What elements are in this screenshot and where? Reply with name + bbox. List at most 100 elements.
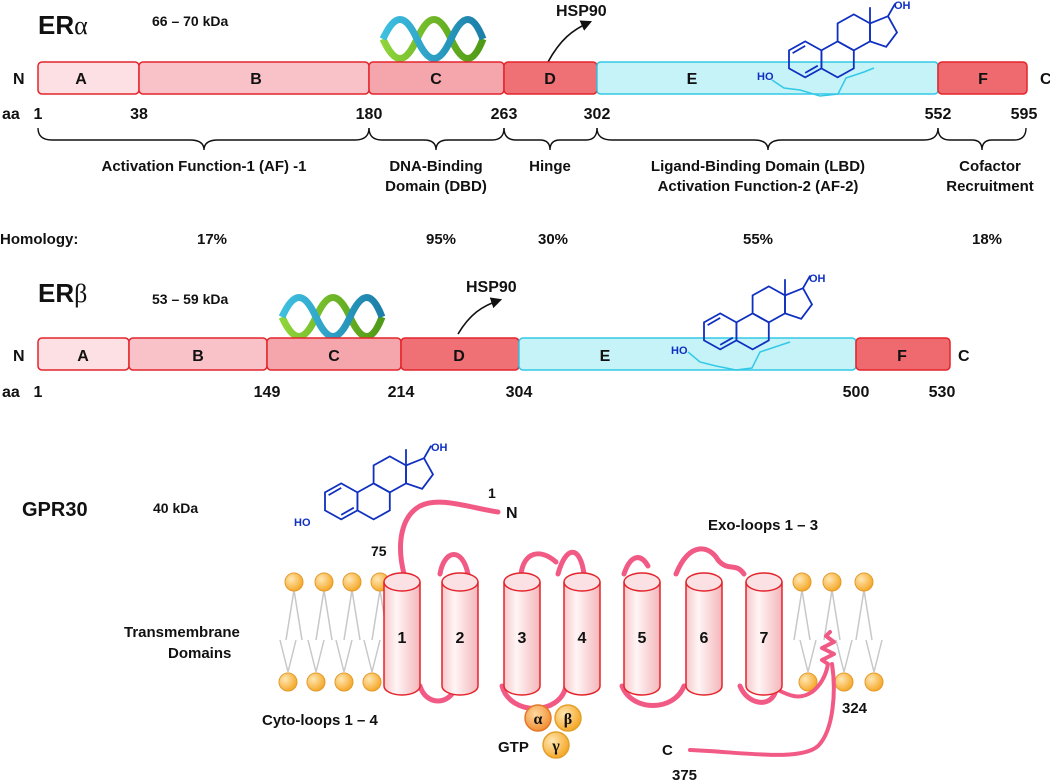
n-term-residue-number: 1 [488, 485, 496, 501]
domain-e-beta [518, 337, 857, 371]
aa-beta-position-304: 304 [506, 384, 533, 401]
lipid-head-bottom [834, 672, 854, 692]
homology-cofactor: 18% [972, 231, 1002, 248]
helix-2: 2 [441, 572, 479, 696]
helix-5: 5 [623, 572, 661, 696]
lipid-tail [823, 589, 841, 641]
lipid-tail [307, 639, 325, 673]
helix-1: 1 [383, 572, 421, 696]
domain-a [37, 61, 140, 95]
lipid-head-bottom [798, 672, 818, 692]
cyto-loop-3 [619, 683, 687, 708]
af1-label: Activation Function-1 (AF) -1 [102, 158, 307, 175]
cyto-loops-label: Cyto-loops 1 – 4 [262, 712, 379, 729]
aa-beta-position-1: 1 [34, 384, 43, 401]
domain-e-label: E [687, 71, 698, 88]
g-gamma-subunit [542, 731, 570, 759]
exo-loop-a [518, 551, 559, 577]
estradiol-oh-label-gpr30: OH [431, 442, 448, 454]
er-beta-section: ERβ 53 – 59 kDa HSP90 N C A B C D E F [2, 273, 970, 401]
er-beta-title: ERβ [38, 278, 87, 308]
lipid-head-top [342, 572, 362, 592]
n-terminus-label: N [13, 71, 25, 88]
helix-label-3: 3 [518, 630, 527, 647]
lipid-head-top [314, 572, 334, 592]
exo-loop-1 [437, 552, 471, 577]
estradiol-ho-label: HO [757, 71, 774, 83]
exo-loop-3 [673, 546, 747, 577]
gtp-label: GTP [498, 739, 529, 756]
lipid-head-top [822, 572, 842, 592]
dna-helix-icon [379, 16, 487, 62]
lipid-tail [865, 639, 883, 673]
domain-d-label: D [544, 71, 556, 88]
lipid-tail [855, 589, 873, 641]
er-alpha-title: ERα [38, 10, 88, 40]
homology-dbd: 95% [426, 231, 456, 248]
aa-beta-position-149: 149 [254, 384, 281, 401]
brace-hinge [503, 127, 598, 151]
lipid-head-top [792, 572, 812, 592]
residue-324-label: 324 [842, 700, 868, 717]
c-term-label: C [662, 742, 673, 759]
g-alpha-label: α [534, 711, 543, 728]
lipid-tail [279, 639, 297, 673]
brace-lbd [596, 127, 939, 151]
lipid-tail [363, 639, 381, 673]
homology-label: Homology: [0, 231, 78, 248]
c-terminal-tail [688, 630, 836, 757]
hsp90-label: HSP90 [556, 3, 607, 20]
aa-position-38: 38 [130, 106, 148, 123]
aa-label-beta: aa [2, 384, 20, 401]
g-beta-subunit [554, 704, 582, 732]
aa-beta-position-500: 500 [843, 384, 870, 401]
cofactor-label-line1: Cofactor [959, 158, 1021, 175]
er-beta-mass: 53 – 59 kDa [152, 291, 228, 307]
homology-row: Homology: 17% 95% 30% 55% 18% [0, 231, 1002, 248]
lipid-head-bottom [362, 672, 382, 692]
domain-b-label: B [250, 71, 262, 88]
brace-cofactor [937, 127, 1027, 151]
g-protein: α β γ GTP [498, 704, 582, 759]
estradiol-molecule-icon [703, 275, 814, 351]
lipid-tail [793, 589, 811, 641]
domain-c-label: C [430, 71, 442, 88]
lbd-label-line1: Ligand-Binding Domain (LBD) [651, 158, 865, 175]
brace-af1 [37, 127, 370, 151]
homology-af1: 17% [197, 231, 227, 248]
domain-c-beta-label: C [328, 348, 340, 365]
domain-f-beta-label: F [897, 348, 907, 365]
helix-label-2: 2 [456, 630, 465, 647]
aa-beta-position-214: 214 [388, 384, 415, 401]
domain-f-beta [855, 337, 951, 371]
g-beta-label: β [564, 711, 572, 728]
dna-helix-icon [278, 294, 386, 340]
domain-a-beta-label: A [77, 348, 89, 365]
gpr30-title: GPR30 [22, 499, 88, 521]
estradiol-ho-label-gpr30: HO [294, 517, 311, 529]
estradiol-ho-label-beta: HO [671, 345, 688, 357]
helix-label-5: 5 [638, 630, 647, 647]
cyto-loop-4 [737, 683, 779, 705]
helix-label-6: 6 [700, 630, 709, 647]
region-braces [37, 127, 1027, 151]
gpr30-section: GPR30 40 kDa HO OH 1 N 75 Exo-loops 1 – … [22, 442, 884, 782]
hsp90-arrow-icon [457, 297, 503, 335]
residue-375-label: 375 [672, 767, 697, 782]
estradiol-molecule-icon [788, 3, 899, 79]
lipid-tail [835, 639, 853, 673]
n-term-label: N [506, 505, 518, 522]
domain-f-label: F [978, 71, 988, 88]
aa-position-263: 263 [491, 106, 518, 123]
gpr30-mass: 40 kDa [153, 500, 198, 516]
estradiol-oh-label: OH [894, 0, 911, 12]
ligand-pocket-outline-beta [687, 341, 791, 371]
lipid-head-bottom [864, 672, 884, 692]
c-terminus-label: C [1040, 71, 1050, 88]
homology-lbd: 55% [743, 231, 773, 248]
lipid-tail [343, 589, 361, 641]
aa-position-180: 180 [356, 106, 383, 123]
helix-label-7: 7 [760, 630, 769, 647]
